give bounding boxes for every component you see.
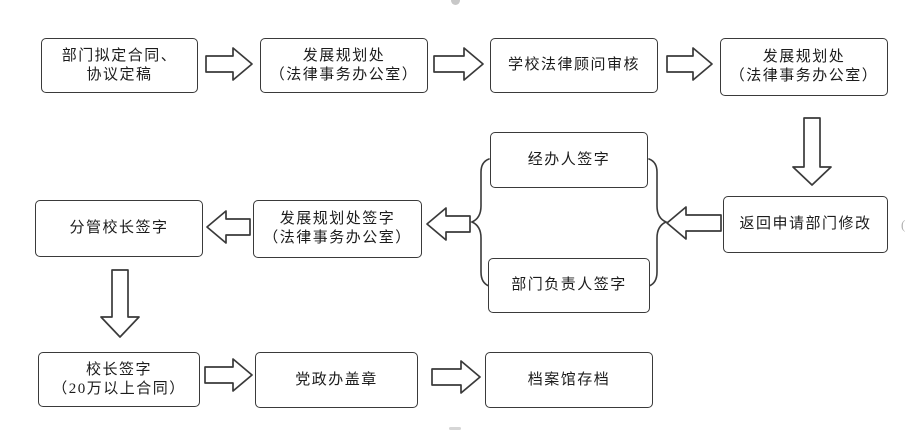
- node-label-line: 返回申请部门修改: [739, 216, 872, 232]
- node-label-line: 学校法律顾问审核: [507, 57, 640, 73]
- node-label-line: 发展规划处: [302, 47, 386, 64]
- cropped-glyph-artifact-bottom: [449, 427, 461, 430]
- cropped-glyph-artifact-top: [451, 0, 460, 5]
- node-label-line: （法律事务办公室）: [263, 230, 412, 246]
- node-label-line: （法律事务办公室）: [269, 66, 419, 83]
- node-handler-signature: 经办人签字: [490, 132, 648, 188]
- group-brace-right: [648, 158, 668, 287]
- arrow-right-5: [431, 360, 481, 394]
- node-planning-office-1: 发展规划处 （法律事务办公室）: [260, 38, 428, 93]
- node-label-line: 部门负责人签字: [511, 277, 627, 293]
- node-vice-president-signature: 分管校长签字: [35, 200, 203, 257]
- node-label-line: 协议定稿: [86, 66, 153, 83]
- node-return-to-department: 返回申请部门修改: [723, 196, 888, 253]
- node-legal-counsel-review: 学校法律顾问审核: [490, 38, 658, 93]
- group-brace-left: [470, 158, 490, 287]
- node-department-draft: 部门拟定合同、 协议定稿: [41, 38, 198, 93]
- node-label-line: 分管校长签字: [69, 220, 169, 236]
- node-label-line: 部门拟定合同、: [61, 47, 178, 64]
- cropped-glyph-artifact-right: (: [901, 217, 906, 232]
- node-label-line: 档案馆存档: [527, 371, 611, 388]
- arrow-right-2: [433, 47, 484, 81]
- node-planning-office-signature: 发展规划处签字 （法律事务办公室）: [253, 200, 422, 258]
- arrow-left-3: [206, 210, 251, 244]
- arrow-right-3: [666, 47, 713, 81]
- node-label-line: 经办人签字: [527, 151, 611, 168]
- arrow-right-1: [205, 47, 253, 81]
- arrow-left-2: [426, 207, 471, 241]
- arrow-down-2: [100, 269, 140, 338]
- node-dept-head-signature: 部门负责人签字: [488, 258, 650, 313]
- node-label-line: 党政办盖章: [295, 371, 378, 388]
- node-archive-storage: 档案馆存档: [485, 352, 653, 408]
- node-party-admin-office-seal: 党政办盖章: [255, 352, 418, 408]
- node-label-line: 发展规划处签字: [279, 211, 396, 227]
- node-label-line: （法律事务办公室）: [729, 68, 879, 84]
- node-planning-office-2: 发展规划处 （法律事务办公室）: [720, 38, 888, 96]
- arrow-down-1: [792, 117, 832, 186]
- arrow-left-1: [666, 206, 722, 240]
- node-president-signature: 校长签字 （20万以上合同）: [38, 352, 200, 407]
- node-label-line: （20万以上合同）: [52, 380, 186, 397]
- node-label-line: 发展规划处: [762, 49, 846, 65]
- arrow-right-4: [204, 358, 253, 392]
- node-label-line: 校长签字: [85, 361, 152, 378]
